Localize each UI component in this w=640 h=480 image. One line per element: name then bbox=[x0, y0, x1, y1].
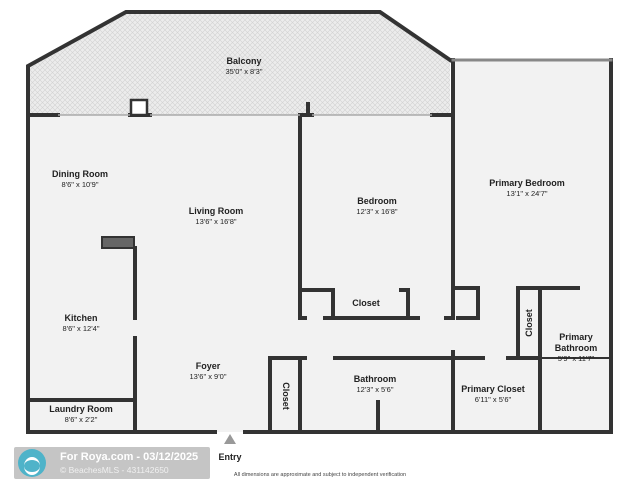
room-dimensions: 8'6" x 2'2" bbox=[64, 415, 98, 424]
primary-wing-floor bbox=[453, 60, 611, 432]
interior-floor bbox=[28, 115, 453, 432]
dining-room-label: Dining Room 8'6" x 10'9" bbox=[52, 169, 108, 190]
primary-bed-closet-label: Closet bbox=[524, 309, 534, 337]
room-name: Living Room bbox=[188, 206, 244, 216]
watermark-line2: © BeachesMLS - 431142650 bbox=[60, 465, 169, 475]
room-dimensions: 35'0" x 8'3" bbox=[225, 67, 263, 76]
room-name-line2: Bathroom bbox=[554, 343, 598, 353]
primary-bathroom-label: Primary Bathroom 5'9" x 11'7" bbox=[555, 332, 598, 364]
foyer-closet-label: Closet bbox=[281, 382, 291, 410]
room-dimensions: 13'1" x 24'7" bbox=[506, 189, 548, 198]
room-name-line1: Primary bbox=[559, 332, 593, 342]
walls bbox=[26, 10, 613, 434]
primary-bedroom-label: Primary Bedroom 13'1" x 24'7" bbox=[489, 178, 565, 199]
room-name: Dining Room bbox=[52, 169, 108, 179]
room-name: Balcony bbox=[226, 56, 262, 66]
room-dimensions: 13'6" x 9'0" bbox=[189, 372, 227, 381]
room-dimensions: 13'6" x 16'8" bbox=[195, 217, 237, 226]
balcony-floor bbox=[28, 12, 450, 115]
room-name: Kitchen bbox=[64, 313, 98, 323]
disclaimer-text: All dimensions are approximate and subje… bbox=[233, 472, 407, 478]
primary-closet-label: Primary Closet 6'11" x 5'6" bbox=[461, 384, 525, 405]
room-name: Laundry Room bbox=[49, 404, 113, 414]
bedroom-closet-label: Closet bbox=[352, 298, 380, 309]
entry-label: Entry bbox=[218, 452, 242, 462]
room-name: Primary Closet bbox=[461, 384, 525, 394]
room-dimensions: 8'6" x 12'4" bbox=[62, 324, 100, 333]
room-dimensions: 12'3" x 5'6" bbox=[356, 385, 394, 394]
living-room-label: Living Room 13'6" x 16'8" bbox=[189, 206, 244, 227]
kitchen-label: Kitchen 8'6" x 12'4" bbox=[63, 313, 100, 334]
bathroom-label: Bathroom 12'3" x 5'6" bbox=[354, 374, 397, 395]
chimney-fixture bbox=[129, 98, 149, 117]
room-dimensions: 6'11" x 5'6" bbox=[474, 395, 512, 404]
closet-name: Closet bbox=[352, 298, 380, 308]
room-name: Bedroom bbox=[357, 196, 397, 206]
watermark: For Roya.com - 03/12/2025 © BeachesMLS -… bbox=[14, 447, 210, 479]
laundry-room-label: Laundry Room 8'6" x 2'2" bbox=[49, 404, 113, 425]
foyer-label: Foyer 13'6" x 9'0" bbox=[190, 361, 227, 382]
balcony-label: Balcony 35'0" x 8'3" bbox=[226, 56, 263, 77]
bedroom-label: Bedroom 12'3" x 16'8" bbox=[356, 196, 397, 217]
room-name: Bathroom bbox=[353, 374, 397, 384]
entry-arrow-icon bbox=[224, 434, 236, 444]
room-dimensions: 12'3" x 16'8" bbox=[356, 207, 398, 216]
room-dimensions: 8'6" x 10'9" bbox=[61, 180, 99, 189]
room-name: Foyer bbox=[195, 361, 221, 371]
kitchen-range bbox=[101, 236, 135, 249]
room-name: Primary Bedroom bbox=[489, 178, 565, 188]
watermark-line1: For Roya.com - 03/12/2025 bbox=[60, 451, 199, 463]
room-dimensions: 5'9" x 11'7" bbox=[557, 354, 595, 363]
logo-icon bbox=[18, 449, 46, 477]
